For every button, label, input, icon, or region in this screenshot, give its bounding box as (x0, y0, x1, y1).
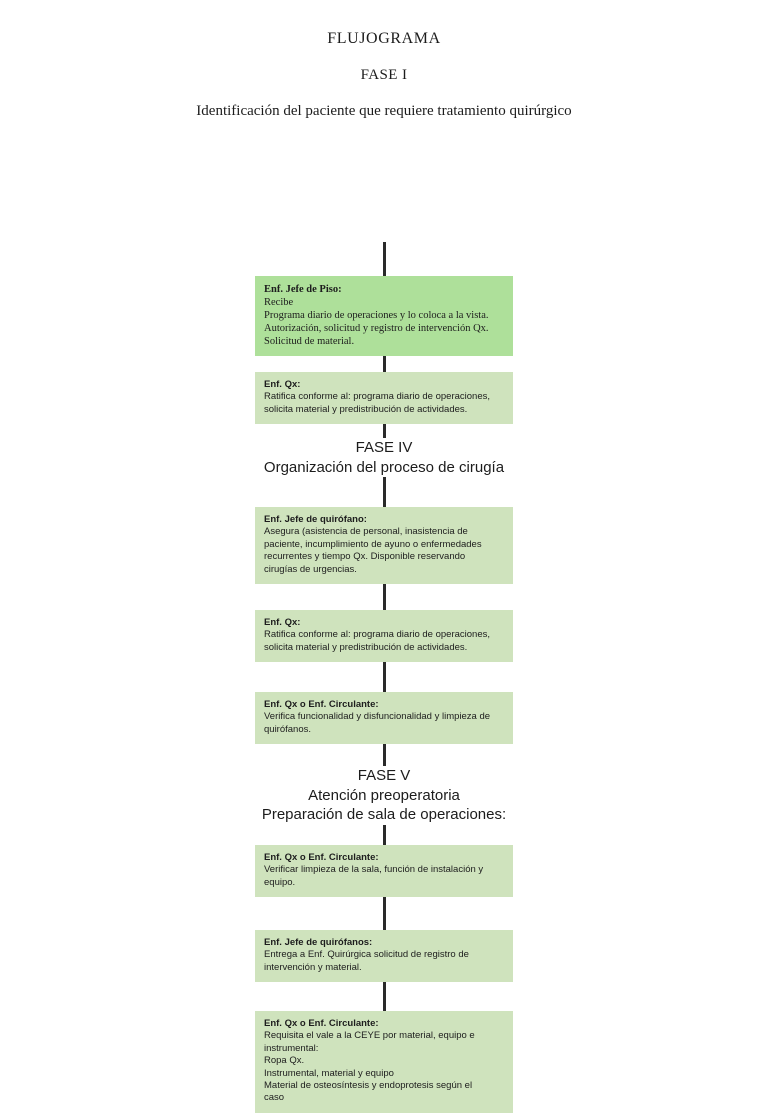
flow-box-line: instrumental: (264, 1042, 319, 1054)
connector-line (383, 477, 386, 507)
flow-box-2: Enf. Qx: Ratifica conforme al: programa … (255, 372, 513, 425)
connector-line (383, 580, 386, 611)
flow-box-role: Enf. Qx o Enf. Circulante: (264, 699, 379, 710)
flow-box-line: quirófanos. (264, 723, 312, 735)
phase-heading-line: Preparación de sala de operaciones: (0, 805, 768, 825)
connector-line (383, 822, 386, 845)
connector-line (383, 660, 386, 693)
flow-box-line: equipo. (264, 876, 296, 888)
flow-box-line: intervención y material. (264, 961, 362, 973)
flow-box-line: Ratifica conforme al: programa diario de… (264, 629, 491, 641)
connector-line (383, 894, 386, 930)
flow-box-5: Enf. Qx o Enf. Circulante: Verifica func… (255, 692, 513, 745)
flow-box-line: paciente, incumplimiento de ayuno o enfe… (264, 538, 482, 550)
flow-box-8: Enf. Qx o Enf. Circulante: Requisita el … (255, 1011, 513, 1113)
flow-box-line: Asegura (asistencia de personal, inasist… (264, 526, 468, 538)
flow-box-3: Enf. Jefe de quirófano: Asegura (asisten… (255, 507, 513, 585)
flow-box-7: Enf. Jefe de quirófanos: Entrega a Enf. … (255, 930, 513, 983)
flow-box-role: Enf. Qx o Enf. Circulante: (264, 852, 379, 863)
phase-heading-line: Organización del proceso de cirugía (0, 457, 768, 477)
document-header: FLUJOGRAMA FASE I Identificación del pac… (0, 0, 768, 120)
flow-box-role: Enf. Qx: (264, 617, 301, 628)
flow-box-role: Enf. Jefe de quirófanos: (264, 937, 373, 948)
flow-box-line: cirugías de urgencias. (264, 563, 357, 575)
phase-label-fase-i: FASE I (360, 67, 408, 83)
flow-box-1: Enf. Jefe de Piso: Recibe Programa diari… (255, 276, 513, 356)
flow-box-line: Recibe (264, 297, 294, 308)
page-title: FLUJOGRAMA (327, 30, 441, 47)
flow-box-4: Enf. Qx: Ratifica conforme al: programa … (255, 610, 513, 663)
flow-box-line: solicita material y predistribución de a… (264, 641, 468, 653)
connector-line (383, 242, 386, 278)
connector-line (383, 741, 386, 767)
flow-box-line: caso (264, 1092, 285, 1104)
flow-box-line: recurrentes y tiempo Qx. Disponible rese… (264, 551, 466, 563)
flow-box-line: Programa diario de operaciones y lo colo… (264, 310, 489, 321)
flow-box-line: Requisita el vale a la CEYE por material… (264, 1030, 475, 1042)
flow-box-6: Enf. Qx o Enf. Circulante: Verificar lim… (255, 845, 513, 898)
phase-heading-line: FASE IV (0, 438, 768, 458)
flow-box-line: Verifica funcionalidad y disfuncionalida… (264, 711, 491, 723)
flow-box-role: Enf. Qx: (264, 379, 301, 390)
phase-heading-fase-v: FASE V Atención preoperatoria Preparació… (0, 766, 768, 825)
phase-heading-line: FASE V (0, 766, 768, 786)
connector-line (383, 347, 386, 373)
flow-box-line: solicita material y predistribución de a… (264, 403, 468, 415)
flow-box-line: Material de osteosíntesis y endoprotesis… (264, 1080, 473, 1092)
flow-box-line: Ropa Qx. (264, 1055, 305, 1067)
flow-box-line: Autorización, solicitud y registro de in… (264, 323, 489, 334)
flow-box-line: Verificar limpieza de la sala, función d… (264, 864, 484, 876)
flow-box-role: Enf. Jefe de quirófano: (264, 514, 367, 525)
flow-box-line: Solicitud de material. (264, 336, 355, 347)
phase-heading-fase-iv: FASE IV Organización del proceso de ciru… (0, 438, 768, 477)
document-subtitle: Identificación del paciente que requiere… (196, 103, 572, 119)
flow-box-role: Enf. Qx o Enf. Circulante: (264, 1018, 379, 1029)
flow-box-line: Ratifica conforme al: programa diario de… (264, 391, 491, 403)
phase-heading-line: Atención preoperatoria (0, 785, 768, 805)
flow-box-role: Enf. Jefe de Piso: (264, 284, 342, 295)
connector-line (383, 422, 386, 438)
flow-box-line: Instrumental, material y equipo (264, 1067, 394, 1079)
connector-line (383, 979, 386, 1012)
flow-box-line: Entrega a Enf. Quirúrgica solicitud de r… (264, 949, 469, 961)
